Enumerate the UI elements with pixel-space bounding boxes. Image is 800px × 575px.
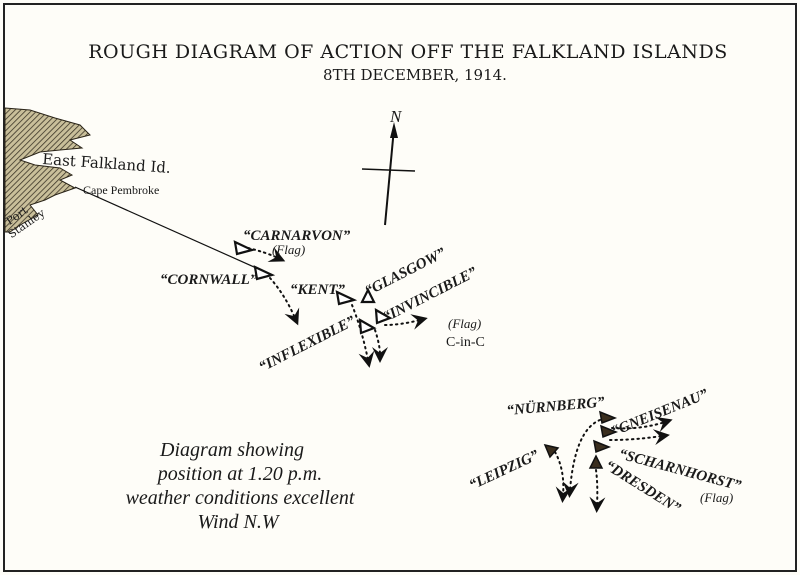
gneisenau-ship-icon	[600, 424, 619, 439]
cornwall-label: “CORNWALL”	[160, 272, 258, 288]
nurnberg-ship-icon	[599, 410, 618, 425]
diagram-title: ROUGH DIAGRAM OF ACTION OFF THE FALKLAND…	[88, 41, 728, 63]
scharnhorst-ship-icon	[593, 439, 612, 454]
caption-line-4: Wind N.W	[197, 511, 280, 533]
invincible-flag-label: (Flag)	[448, 316, 481, 331]
bearing-line	[74, 186, 264, 272]
invincible-track	[384, 314, 428, 330]
nurnberg-label: “NÜRNBERG”	[506, 393, 606, 419]
glasgow-ship-icon	[360, 287, 376, 304]
dresden-ship-icon	[588, 454, 604, 469]
frame-border	[3, 3, 797, 572]
dresden-track	[589, 469, 606, 513]
inflexible-track	[371, 329, 388, 363]
east-falkland-coastline	[4, 107, 91, 233]
north-compass-icon: N	[361, 107, 416, 226]
caption-line-2: position at 1.20 p.m.	[156, 463, 322, 485]
gneisenau-label: “GNEISENAU”	[610, 386, 712, 439]
leipzig-label: “LEIPZIG”	[467, 447, 542, 493]
carnarvon-label: “CARNARVON”	[243, 228, 351, 244]
leipzig-track	[554, 451, 572, 503]
scharnhorst-flag-label: (Flag)	[700, 490, 733, 505]
cornwall-track	[269, 277, 300, 326]
inflexible-ship-icon	[358, 318, 377, 335]
carnarvon-flag-label: (Flag)	[272, 242, 305, 257]
diagram-date: 8TH DECEMBER, 1914.	[323, 66, 507, 84]
carnarvon-track	[247, 247, 286, 262]
inflexible-label: “INFLEXIBLE”	[257, 313, 359, 376]
caption-line-3: weather conditions excellent	[126, 487, 355, 509]
leipzig-ship-icon	[543, 443, 560, 459]
invincible-ship-icon	[374, 308, 393, 325]
kent-label: “KENT”	[290, 282, 346, 298]
cape-pembroke-label: Cape Pembroke	[83, 183, 159, 197]
cornwall-ship-icon	[253, 265, 276, 281]
carnarvon-ship-icon	[233, 240, 256, 256]
invincible-cinc-label: C-in-C	[446, 335, 485, 350]
kent-ship-icon	[335, 290, 358, 306]
nurnberg-track	[562, 419, 601, 498]
caption-line-1: Diagram showing	[159, 439, 304, 461]
gneisenau-track	[611, 416, 673, 433]
north-label: N	[389, 107, 403, 126]
